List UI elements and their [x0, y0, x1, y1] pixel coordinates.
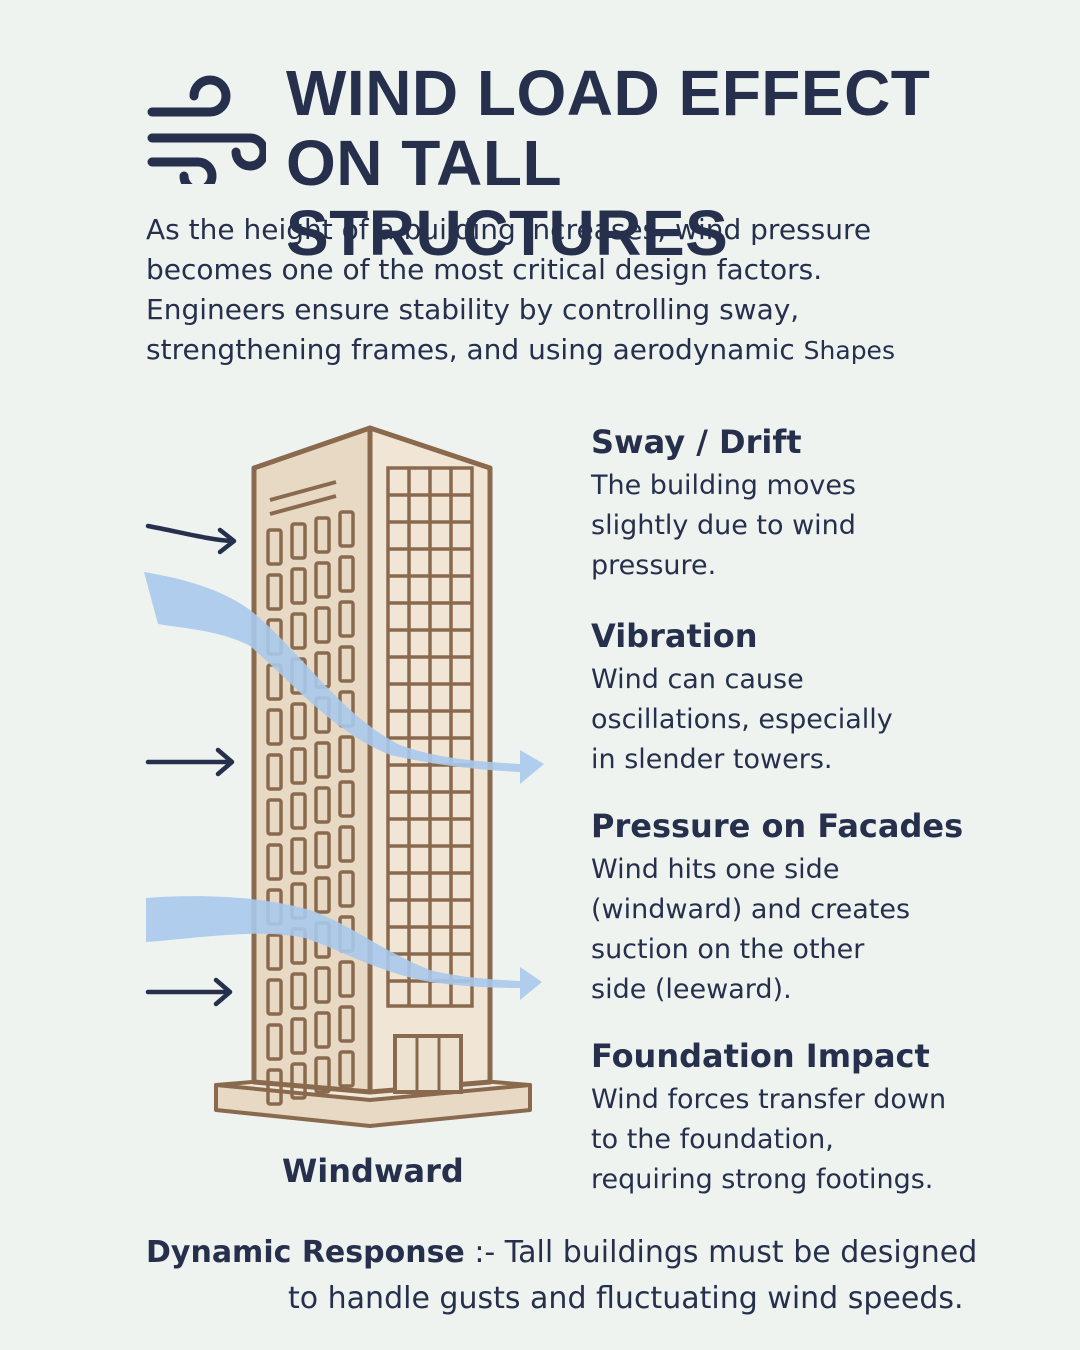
wind-icon: [147, 75, 266, 184]
front-window: [290, 837, 307, 875]
effect-vibration: Vibration Wind can cause oscillations, e…: [591, 616, 893, 780]
front-window: [314, 831, 331, 869]
front-window: [290, 792, 307, 830]
front-window: [314, 606, 331, 644]
footer-line-2: to handle gusts and fluctuating wind spe…: [288, 1281, 964, 1316]
effect-description: Wind can cause oscillations, especially …: [591, 660, 893, 780]
effect-line: Wind hits one side: [591, 854, 840, 885]
effect-line: slightly due to wind: [591, 510, 856, 541]
front-window: [314, 966, 331, 1004]
title-line-2: ON TALL STRUCTURES: [286, 127, 729, 269]
front-window: [338, 735, 355, 773]
front-window: [338, 1005, 355, 1043]
front-window: [266, 573, 283, 611]
front-window: [266, 798, 283, 836]
page-title: WIND LOAD EFFECT ON TALL STRUCTURES: [286, 58, 946, 268]
intro-text: As the height of a building increases, w…: [146, 213, 872, 366]
front-window: [314, 741, 331, 779]
effect-line: The building moves: [591, 470, 857, 501]
windward-label: Windward: [282, 1152, 464, 1190]
front-window: [266, 528, 283, 566]
footer-label: Dynamic Response: [146, 1235, 465, 1270]
effect-line: requiring strong footings.: [591, 1164, 934, 1195]
effect-line: (windward) and creates: [591, 894, 911, 925]
effect-line: side (leeward).: [591, 974, 792, 1005]
front-window: [314, 786, 331, 824]
effect-line: to the foundation,: [591, 1124, 834, 1155]
front-window: [266, 753, 283, 791]
effect-pressure: Pressure on Facades Wind hits one side (…: [591, 806, 963, 1010]
front-window: [266, 1023, 283, 1061]
airflow-icon: [144, 572, 544, 1000]
effect-line: oscillations, especially: [591, 704, 893, 735]
effect-description: Wind hits one side (windward) and create…: [591, 850, 963, 1010]
effect-line: in slender towers.: [591, 744, 833, 775]
wind-arrow-icon: [145, 523, 237, 1007]
front-window: [266, 933, 283, 971]
front-window: [266, 843, 283, 881]
front-window: [290, 1017, 307, 1055]
effect-sway: Sway / Drift The building moves slightly…: [591, 422, 856, 586]
front-window: [290, 567, 307, 605]
front-window: [338, 960, 355, 998]
front-window: [290, 522, 307, 560]
effect-title: Sway / Drift: [591, 423, 802, 461]
title-line-1: WIND LOAD EFFECT: [286, 57, 931, 129]
front-window: [338, 645, 355, 683]
effect-title: Foundation Impact: [591, 1037, 930, 1075]
effect-foundation: Foundation Impact Wind forces transfer d…: [591, 1036, 946, 1200]
front-window: [338, 600, 355, 638]
front-window: [266, 708, 283, 746]
front-window: [266, 1068, 283, 1106]
title-block: WIND LOAD EFFECT ON TALL STRUCTURES: [146, 58, 946, 268]
front-window: [290, 972, 307, 1010]
effect-line: suction on the other: [591, 934, 865, 965]
entrance-door: [393, 1034, 463, 1094]
front-window: [314, 1056, 331, 1094]
intro-tail: Shapes: [803, 336, 895, 365]
front-window: [290, 1062, 307, 1100]
footer-line-1: :- Tall buildings must be designed: [464, 1235, 978, 1270]
front-window: [290, 702, 307, 740]
effect-line: pressure.: [591, 550, 717, 581]
front-window: [338, 870, 355, 908]
front-window: [314, 876, 331, 914]
effect-line: Wind forces transfer down: [591, 1084, 947, 1115]
effect-line: Wind can cause: [591, 664, 804, 695]
front-window: [338, 510, 355, 548]
intro-paragraph: As the height of a building increases, w…: [146, 210, 946, 371]
front-window: [290, 747, 307, 785]
front-window: [338, 1050, 355, 1088]
effect-title: Vibration: [591, 617, 758, 655]
front-window: [290, 612, 307, 650]
footer-note: Dynamic Response :- Tall buildings must …: [146, 1230, 1026, 1322]
front-window: [314, 1011, 331, 1049]
effect-description: The building moves slightly due to wind …: [591, 466, 856, 586]
front-window: [314, 561, 331, 599]
front-window: [266, 978, 283, 1016]
effect-description: Wind forces transfer down to the foundat…: [591, 1080, 946, 1200]
front-window: [338, 555, 355, 593]
front-window: [338, 825, 355, 863]
effect-title: Pressure on Facades: [591, 807, 964, 845]
front-window: [338, 780, 355, 818]
building-illustration: [144, 425, 544, 1128]
front-window: [314, 516, 331, 554]
